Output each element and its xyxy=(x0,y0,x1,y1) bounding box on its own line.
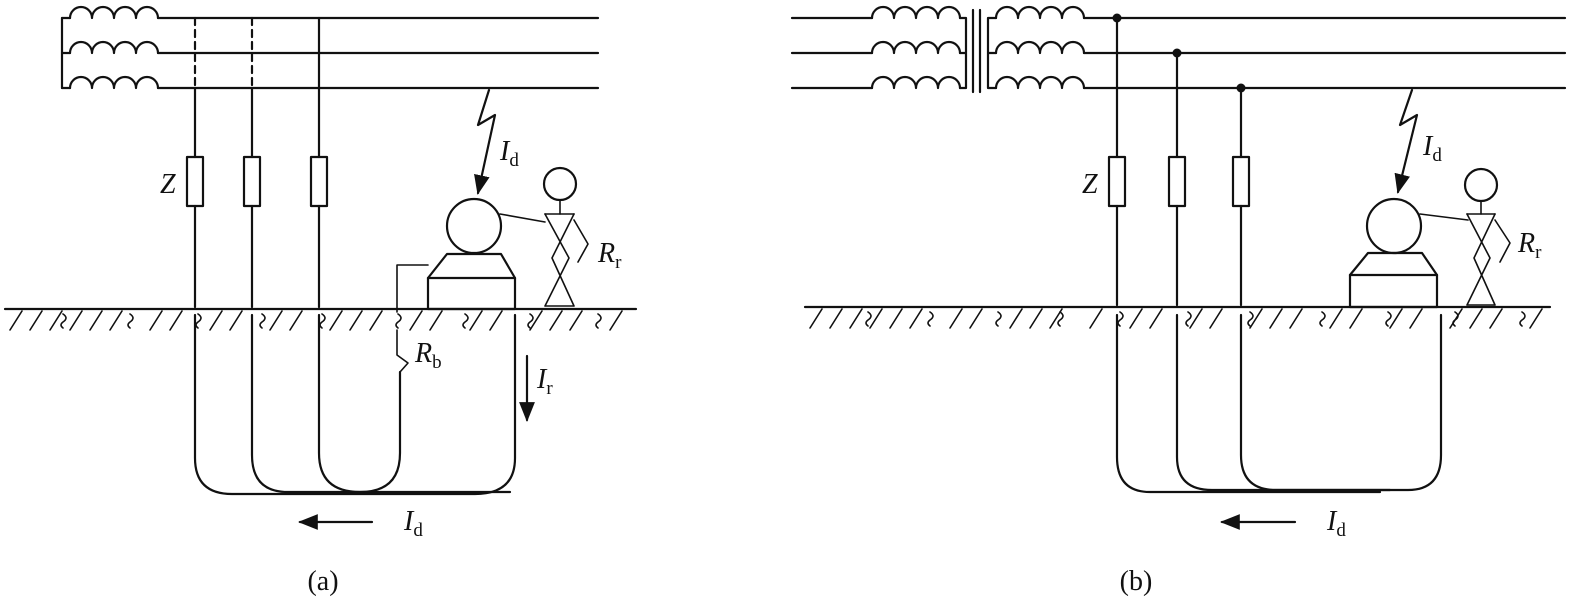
panel-a: Z Id Rr Rb Ir Id (a) xyxy=(3,5,638,597)
impedance-z3-b xyxy=(1231,155,1251,208)
fault-arrow-b xyxy=(1394,88,1419,194)
impedance-z2-b xyxy=(1167,155,1187,208)
label-impedance-b: Z xyxy=(1082,169,1098,200)
person-b xyxy=(1463,167,1511,306)
label-return-current-b: Id xyxy=(1326,506,1346,541)
primary-lines-b xyxy=(790,5,968,90)
caption-a: (a) xyxy=(307,566,338,597)
label-return-current-a: Id xyxy=(403,506,423,541)
transformer-b xyxy=(986,5,1086,90)
ground-return-paths-b xyxy=(1115,313,1443,494)
person-a xyxy=(542,166,589,307)
phase-lines-a xyxy=(156,16,600,90)
transformer-core-b xyxy=(971,8,982,94)
label-body-resistance-b: Rr xyxy=(1517,228,1542,263)
motor-b xyxy=(1348,197,1469,309)
impedance-z1-a xyxy=(185,155,205,208)
capacitive-branches-b xyxy=(1107,16,1251,307)
fault-arrow-a xyxy=(474,88,497,195)
capacitive-branches-a xyxy=(185,16,329,309)
label-body-current-a: Ir xyxy=(536,364,553,399)
caption-b: (b) xyxy=(1120,566,1153,597)
impedance-z1-b xyxy=(1107,155,1127,208)
ground-return-paths-a xyxy=(193,313,517,496)
phase-lines-b xyxy=(1082,16,1567,90)
ground-surface-a xyxy=(3,307,638,331)
motor-a xyxy=(396,197,546,373)
label-ground-resistance-a: Rb xyxy=(414,338,442,373)
label-fault-current-a: Id xyxy=(499,136,519,171)
impedance-z2-a xyxy=(242,155,262,208)
panel-b: Z Id Rr Id (b) xyxy=(790,5,1567,597)
label-impedance-a: Z xyxy=(160,169,176,200)
label-body-resistance-a: Rr xyxy=(597,238,622,273)
transformer-a xyxy=(60,5,160,90)
impedance-z3-a xyxy=(309,155,329,208)
label-fault-current-b: Id xyxy=(1422,131,1442,166)
